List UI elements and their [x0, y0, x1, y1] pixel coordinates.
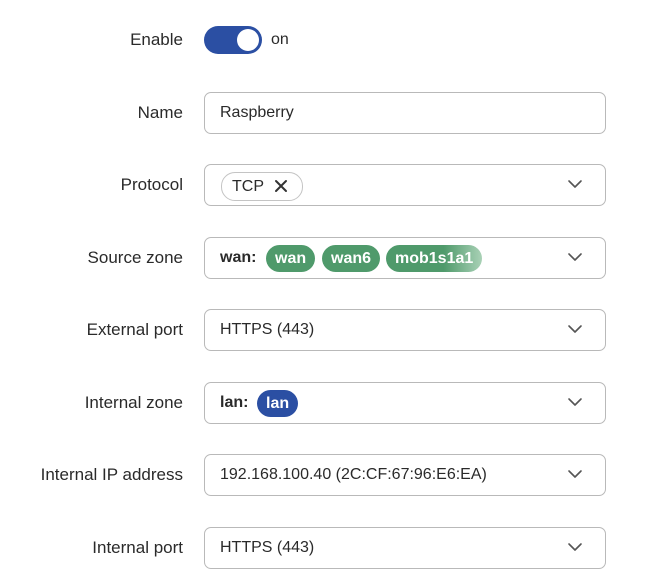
internal-port-label: Internal port [92, 538, 183, 557]
internal-ip-value: 192.168.100.40 (2C:CF:67:96:E6:EA) [220, 466, 487, 483]
chevron-down-icon[interactable] [567, 249, 583, 265]
source-zone-label: Source zone [87, 248, 183, 267]
internal-ip-select[interactable]: 192.168.100.40 (2C:CF:67:96:E6:EA) [204, 454, 606, 496]
name-input[interactable]: Raspberry [204, 92, 606, 134]
zone-chip-mob1s1a1: mob1s1a1 [386, 245, 483, 272]
external-port-select[interactable]: HTTPS (443) [204, 309, 606, 351]
internal-port-select[interactable]: HTTPS (443) [204, 527, 606, 569]
enable-label: Enable [130, 30, 183, 49]
source-zone-row: Source zone wan: wan wan6 mob1s1a1 [0, 237, 647, 279]
internal-zone-prefix: lan: [220, 394, 249, 411]
chevron-down-icon[interactable] [567, 466, 583, 482]
chevron-down-icon[interactable] [567, 539, 583, 555]
internal-ip-label: Internal IP address [40, 465, 183, 484]
protocol-tag-label: TCP [232, 178, 264, 195]
zone-chip-lan: lan [257, 390, 299, 417]
internal-port-row: Internal port HTTPS (443) [0, 527, 647, 569]
zone-chip-wan: wan [266, 245, 316, 272]
internal-zone-row: Internal zone lan: lan [0, 382, 647, 424]
internal-port-value: HTTPS (443) [220, 539, 315, 556]
enable-toggle[interactable] [204, 26, 262, 54]
protocol-select[interactable]: TCP [204, 164, 606, 206]
external-port-row: External port HTTPS (443) [0, 309, 647, 351]
internal-zone-label: Internal zone [84, 393, 183, 412]
toggle-knob [237, 29, 259, 51]
close-icon[interactable] [274, 179, 288, 193]
name-value: Raspberry [220, 104, 294, 121]
source-zone-select[interactable]: wan: wan wan6 mob1s1a1 [204, 237, 606, 279]
protocol-tag: TCP [221, 172, 303, 201]
external-port-label: External port [86, 320, 183, 339]
protocol-row: Protocol TCP [0, 164, 647, 206]
internal-ip-row: Internal IP address 192.168.100.40 (2C:C… [0, 454, 647, 496]
chevron-down-icon[interactable] [567, 394, 583, 410]
source-zone-prefix: wan: [220, 249, 257, 266]
name-row: Name Raspberry [0, 92, 647, 134]
external-port-value: HTTPS (443) [220, 321, 315, 338]
enable-state-text: on [271, 31, 289, 48]
internal-zone-select[interactable]: lan: lan [204, 382, 606, 424]
chevron-down-icon[interactable] [567, 176, 583, 192]
protocol-label: Protocol [120, 175, 183, 194]
name-label: Name [137, 103, 183, 122]
zone-chip-wan6: wan6 [322, 245, 381, 272]
chevron-down-icon[interactable] [567, 321, 583, 337]
